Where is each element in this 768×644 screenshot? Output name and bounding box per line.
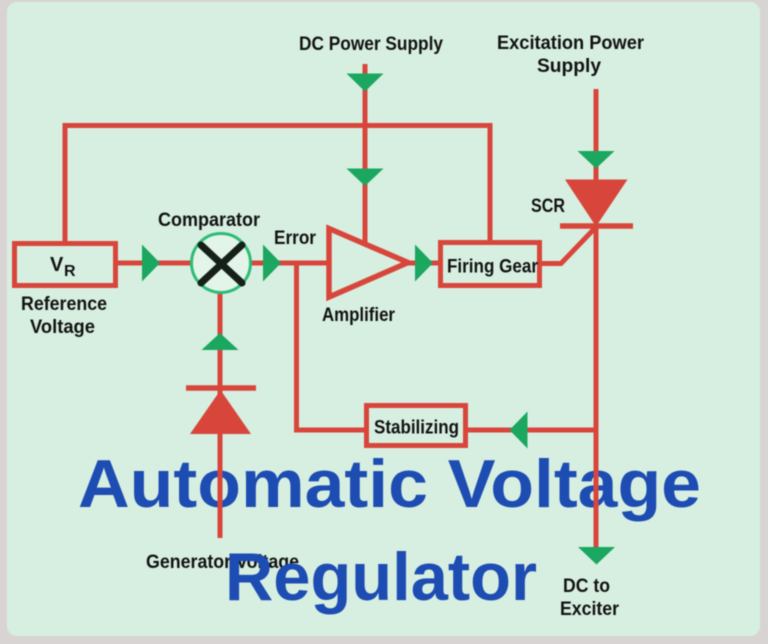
- svg-text:DC to: DC to: [563, 576, 610, 597]
- svg-text:V: V: [50, 254, 64, 276]
- svg-text:SCR: SCR: [531, 196, 565, 217]
- svg-text:Automatic Voltage: Automatic Voltage: [78, 446, 701, 522]
- svg-text:Excitation Power: Excitation Power: [497, 33, 645, 54]
- svg-text:Error: Error: [274, 228, 317, 249]
- svg-text:Exciter: Exciter: [560, 599, 620, 620]
- svg-text:R: R: [64, 263, 76, 280]
- svg-text:Reference: Reference: [21, 294, 107, 315]
- svg-text:Firing Gear: Firing Gear: [447, 257, 539, 278]
- svg-text:Stabilizing: Stabilizing: [374, 418, 459, 439]
- svg-text:Voltage: Voltage: [30, 317, 95, 338]
- svg-text:Supply: Supply: [537, 56, 601, 77]
- svg-text:DC Power Supply: DC Power Supply: [299, 34, 443, 55]
- svg-text:Amplifier: Amplifier: [322, 305, 396, 326]
- svg-text:Generator Voltage: Generator Voltage: [146, 552, 299, 573]
- svg-text:Regulator: Regulator: [225, 539, 537, 615]
- svg-text:Comparator: Comparator: [158, 210, 261, 231]
